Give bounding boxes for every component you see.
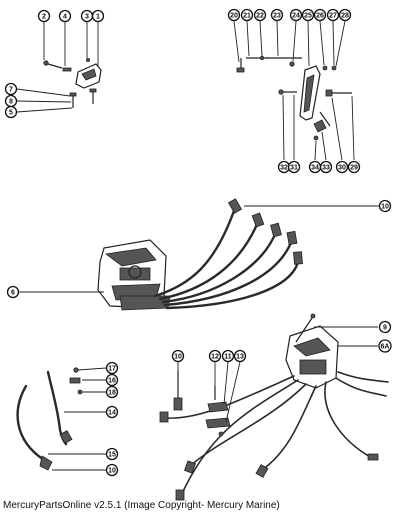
svg-text:12: 12: [211, 354, 219, 361]
svg-text:16: 16: [108, 378, 116, 385]
svg-text:5: 5: [9, 110, 13, 117]
svg-text:13: 13: [236, 354, 244, 361]
callout-8: 8: [4, 94, 18, 108]
svg-text:20: 20: [230, 13, 238, 20]
callout-34: 34: [308, 160, 322, 174]
svg-text:1: 1: [96, 14, 100, 21]
callout-23: 23: [270, 8, 284, 22]
callout-26: 26: [313, 8, 327, 22]
coil-lead-assembly: [16, 367, 83, 471]
svg-text:31: 31: [290, 165, 298, 172]
svg-text:24: 24: [292, 13, 300, 20]
callout-31: 31: [287, 160, 301, 174]
bracket-leaders: [16, 22, 99, 113]
callout-10-upper: 10: [378, 199, 392, 213]
ignition-wire-set-upper: [153, 198, 303, 310]
callout-7: 7: [4, 82, 18, 96]
callout-20: 20: [227, 8, 241, 22]
svg-text:10: 10: [381, 204, 389, 211]
callout-29: 29: [347, 160, 361, 174]
callout-16: 16: [105, 373, 119, 387]
callout-22: 22: [253, 8, 267, 22]
svg-text:6A: 6A: [381, 344, 390, 351]
bracket-assembly: [43, 58, 102, 108]
svg-text:10: 10: [108, 468, 116, 475]
svg-text:8: 8: [9, 99, 13, 106]
svg-text:30: 30: [338, 165, 346, 172]
callout-10-lower: 10: [105, 463, 119, 477]
callout-13: 13: [233, 349, 247, 363]
svg-text:21: 21: [243, 13, 251, 20]
svg-text:22: 22: [256, 13, 264, 20]
svg-text:34: 34: [311, 165, 319, 172]
svg-text:32: 32: [280, 165, 288, 172]
callout-21: 21: [240, 8, 254, 22]
callout-2: 2: [37, 9, 51, 23]
svg-text:29: 29: [350, 165, 358, 172]
callout-3: 3: [80, 9, 94, 23]
lower-left-leaders: [48, 367, 107, 471]
svg-text:26: 26: [316, 13, 324, 20]
svg-text:7: 7: [9, 87, 13, 94]
distributor-assembly-lower: [285, 313, 339, 389]
callout-27: 27: [326, 8, 340, 22]
middle-leaders: [19, 205, 379, 293]
callout-17: 17: [105, 361, 119, 375]
callout-labels: 2 4 3 1 7 8 5 20 21 22 23 24 25 26 27 28…: [4, 8, 392, 477]
linkage-assembly: [236, 55, 352, 141]
svg-text:9: 9: [383, 325, 387, 332]
linkage-leaders: [233, 20, 355, 161]
callout-6a: 6A: [378, 339, 392, 353]
callout-25: 25: [301, 8, 315, 22]
svg-text:3: 3: [85, 14, 89, 21]
callout-5: 5: [4, 105, 18, 119]
lower-right-leaders: [177, 326, 378, 423]
svg-text:2: 2: [42, 14, 46, 21]
svg-text:23: 23: [273, 13, 281, 20]
svg-text:4: 4: [63, 14, 67, 21]
callout-33: 33: [319, 160, 333, 174]
ignition-wire-set-lower: [159, 370, 389, 501]
callout-24: 24: [289, 8, 303, 22]
svg-text:14: 14: [108, 410, 116, 417]
svg-text:27: 27: [329, 13, 337, 20]
callout-4: 4: [58, 9, 72, 23]
svg-text:28: 28: [341, 13, 349, 20]
distributor-assembly: [97, 239, 171, 311]
svg-text:6: 6: [11, 290, 15, 297]
svg-text:11: 11: [224, 354, 232, 361]
svg-text:10: 10: [174, 354, 182, 361]
callout-10-middle: 10: [171, 349, 185, 363]
callout-14: 14: [105, 405, 119, 419]
callout-12: 12: [208, 349, 222, 363]
callout-1: 1: [91, 9, 105, 23]
callout-18: 18: [105, 385, 119, 399]
callout-6: 6: [6, 285, 20, 299]
copyright-caption: MercuryPartsOnline v2.5.1 (Image Copyrig…: [3, 500, 280, 511]
callout-28: 28: [338, 8, 352, 22]
svg-text:18: 18: [108, 390, 116, 397]
svg-text:15: 15: [108, 452, 116, 459]
svg-text:17: 17: [108, 366, 116, 373]
callout-15: 15: [105, 447, 119, 461]
callout-9: 9: [378, 320, 392, 334]
callout-30: 30: [335, 160, 349, 174]
callout-11: 11: [221, 349, 235, 363]
svg-text:25: 25: [304, 13, 312, 20]
svg-text:33: 33: [322, 165, 330, 172]
